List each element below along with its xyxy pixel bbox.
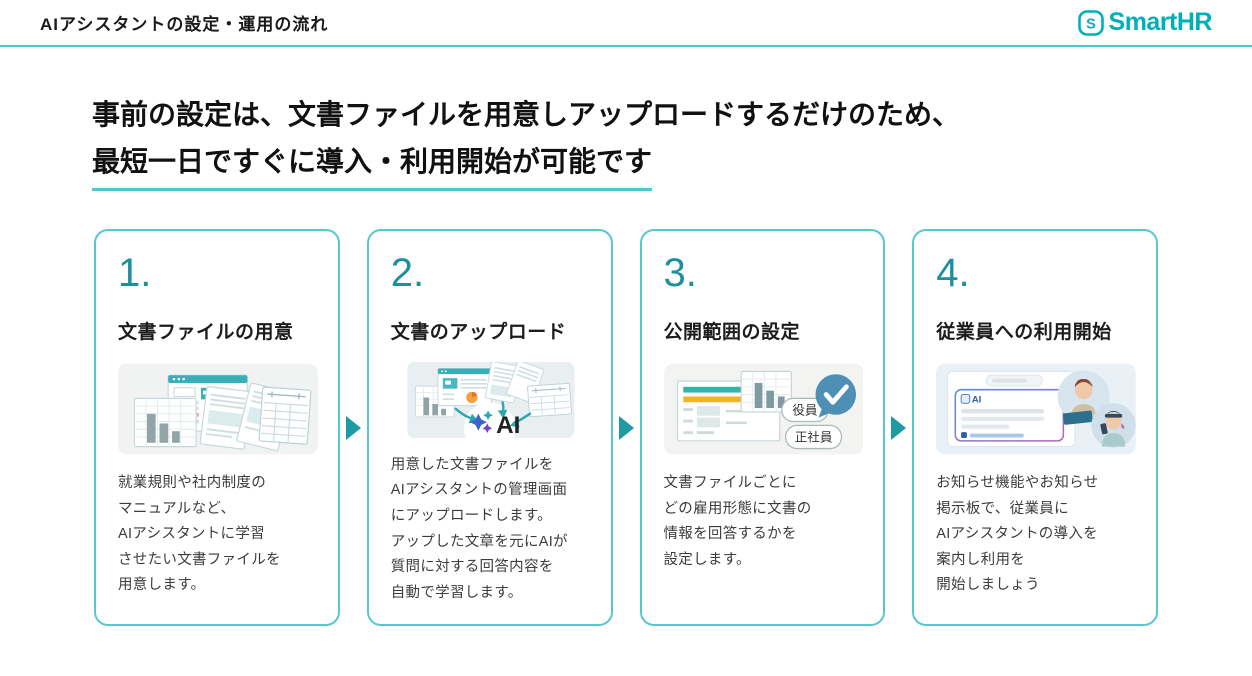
- badge-fulltime: 正社員: [794, 429, 832, 444]
- smarthr-logo: S SmartHR: [1077, 8, 1213, 37]
- step-3-title: 公開範囲の設定: [663, 322, 801, 344]
- step-1-number: 1.: [118, 251, 152, 296]
- step-card-4: 4. 従業員への利用開始: [912, 229, 1158, 627]
- page-title: AIアシスタントの設定・運用の流れ: [40, 15, 329, 34]
- employee-launch-icon: AI: [936, 363, 1136, 455]
- step-card-1: 1. 文書ファイルの用意: [94, 229, 340, 627]
- arrow-3-4: [885, 229, 912, 626]
- upload-to-ai-icon: AI: [407, 362, 575, 438]
- step-2-number: 2.: [390, 251, 425, 296]
- step-3-description: 文書ファイルごとに どの雇用形態に文書の 情報を回答するかを 設定します。: [663, 475, 812, 568]
- visibility-scope-icon: 役員 正社員: [663, 363, 864, 455]
- employee-launch-illustration: AI: [936, 362, 1136, 456]
- arrow-2-3: [613, 229, 640, 626]
- smarthr-logo-text: SmartHR: [1108, 8, 1213, 36]
- step-4-number: 4.: [936, 251, 970, 296]
- visibility-scope-illustration: 役員 正社員: [663, 362, 864, 456]
- step-card-2: 2. 文書のアップロード: [366, 229, 613, 627]
- main-heading: 事前の設定は、文書ファイルを用意しアップロードするだけのため、 最短一日ですぐに…: [92, 91, 1162, 192]
- step-2-title: 文書のアップロード: [390, 322, 567, 344]
- header-bar: AIアシスタントの設定・運用の流れ S SmartHR: [0, 0, 1252, 47]
- step-4-description: お知らせ機能やお知らせ 掲示板で、従業員に AIアシスタントの導入を 案内し利用…: [936, 475, 1099, 594]
- main-heading-line1: 事前の設定は、文書ファイルを用意しアップロードするだけのため、: [92, 99, 961, 130]
- smarthr-logo-icon: S: [1077, 9, 1104, 36]
- arrow-1-2: [340, 229, 367, 626]
- right-arrow-icon: [345, 415, 361, 440]
- documents-stack-illustration: [118, 362, 318, 456]
- step-1-title: 文書ファイルの用意: [118, 322, 294, 344]
- right-arrow-icon: [891, 415, 907, 440]
- ai-label: AI: [496, 412, 520, 438]
- step-4-title: 従業員への利用開始: [936, 322, 1112, 344]
- process-steps-row: 1. 文書ファイルの用意: [94, 229, 1158, 627]
- step-2-description: 用意した文書ファイルを AIアシスタントの管理画面 にアップロードします。 アッ…: [390, 456, 568, 601]
- main-heading-line2-underlined: 最短一日ですぐに導入・利用開始が可能です: [92, 138, 653, 192]
- step-card-3: 3. 公開範囲の設定: [639, 229, 886, 627]
- svg-text:S: S: [1086, 16, 1096, 32]
- badge-executive: 役員: [792, 403, 818, 417]
- step-3-number: 3.: [663, 251, 697, 296]
- step-1-description: 就業規則や社内制度の マニュアルなど、 AIアシスタントに学習 させたい文書ファ…: [118, 475, 281, 594]
- documents-stack-icon: [118, 363, 318, 455]
- upload-to-ai-illustration: AI: [391, 362, 591, 438]
- chat-ai-label: AI: [972, 395, 982, 406]
- right-arrow-icon: [618, 415, 634, 440]
